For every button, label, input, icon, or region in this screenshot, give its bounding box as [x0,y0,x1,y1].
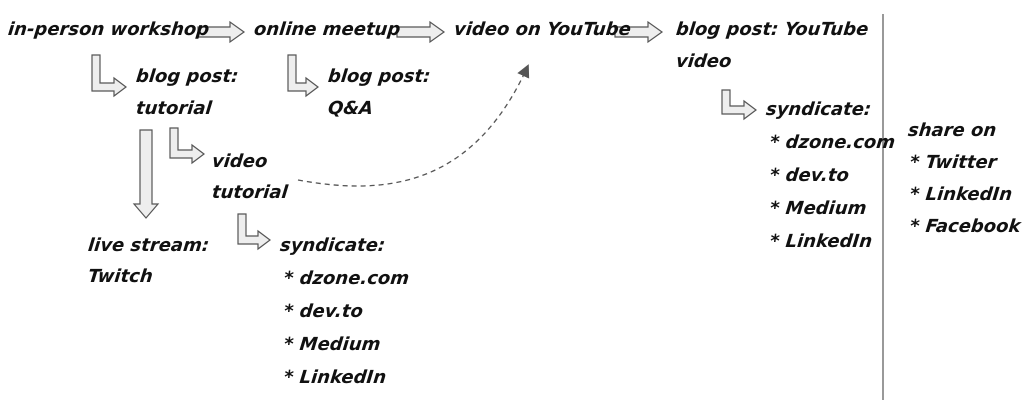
syndicate-left-item: * dev.to [282,301,365,322]
node-blog-qa-line1: blog post: [326,66,432,87]
node-blog-tutorial-line2: tutorial [134,98,213,119]
node-video-tutorial-line2: tutorial [210,182,289,203]
share-item: * LinkedIn [908,184,1014,205]
syndicate-left-title: syndicate: [278,235,387,256]
node-live-stream-line1: live stream: [86,235,211,256]
share-title: share on [906,120,998,141]
node-video-on-youtube: video on YouTube [452,19,632,40]
share-item: * Twitter [908,152,998,173]
node-blog-youtube-line1: blog post: YouTube [674,19,870,40]
dashed-arrow-video-tutorial-to-youtube [297,64,530,187]
arrow-workshop-to-meetup [197,20,246,44]
syndicate-right-item: * Medium [768,198,868,219]
syndicate-right-item: * dzone.com [768,132,897,153]
node-live-stream-line2: Twitch [86,266,154,287]
syndicate-right-title: syndicate: [764,99,873,120]
share-item: * Facebook [908,216,1022,237]
node-video-tutorial-line1: video [210,151,269,172]
node-blog-qa-line2: Q&A [326,98,375,119]
node-online-meetup: online meetup [252,19,402,40]
syndicate-left-item: * LinkedIn [282,367,388,388]
arrow-video-tutorial-to-syndicate [237,213,271,251]
node-in-person-workshop: in-person workshop [6,19,211,40]
syndicate-left-item: * dzone.com [282,268,411,289]
arrow-tutorial-to-video-tutorial [169,127,205,165]
arrow-meetup-to-blog-qa [287,54,319,98]
arrow-tutorial-to-live-stream [132,129,160,219]
arrow-youtube-to-blog [614,20,664,44]
node-blog-tutorial-line1: blog post: [134,66,240,87]
arrow-workshop-to-blog-tutorial [91,54,127,98]
node-blog-youtube-line2: video [674,51,733,72]
syndicate-left-item: * Medium [282,334,382,355]
syndicate-right-item: * dev.to [768,165,851,186]
arrow-blog-youtube-to-syndicate [721,89,757,121]
syndicate-right-item: * LinkedIn [768,231,874,252]
arrow-meetup-to-youtube [396,20,446,44]
